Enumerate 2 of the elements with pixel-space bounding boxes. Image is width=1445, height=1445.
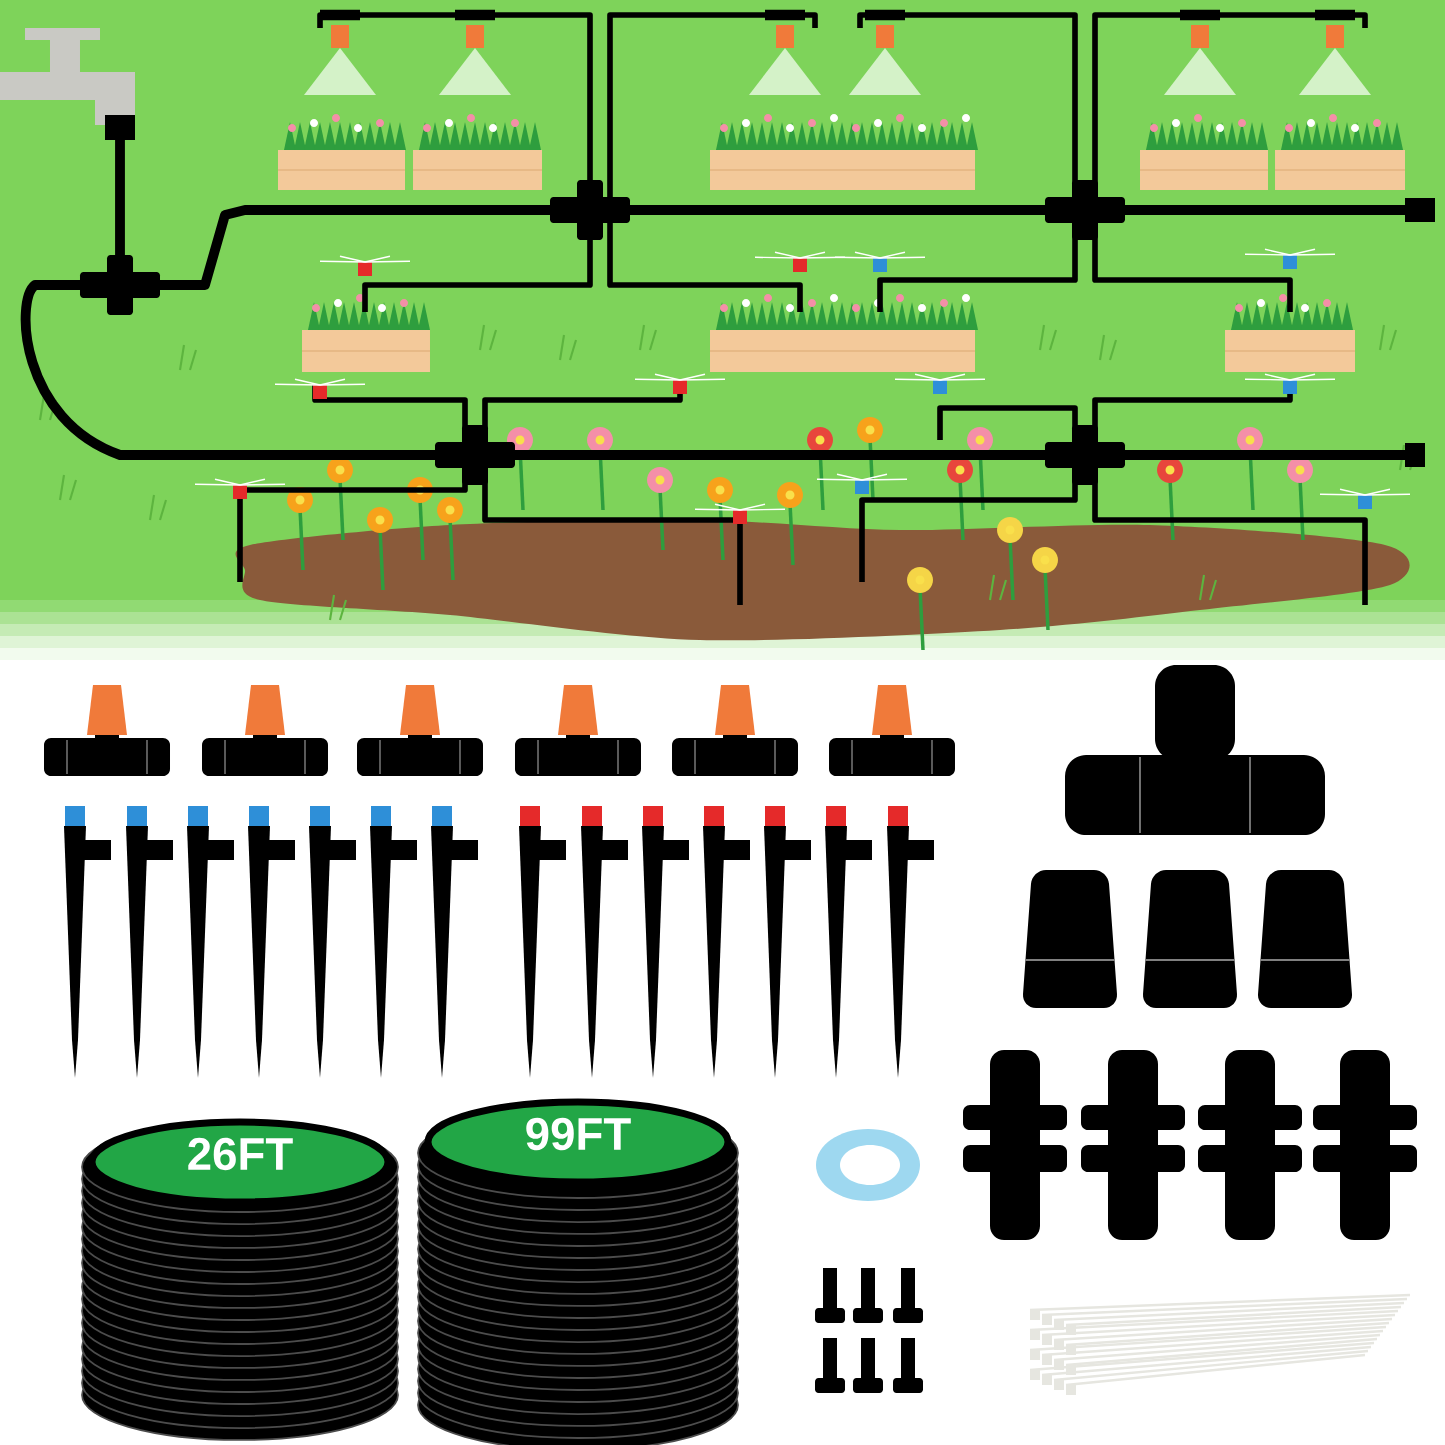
hose-length-label: 26FT bbox=[88, 1118, 392, 1206]
hose-length-label: 99FT bbox=[424, 1098, 732, 1186]
